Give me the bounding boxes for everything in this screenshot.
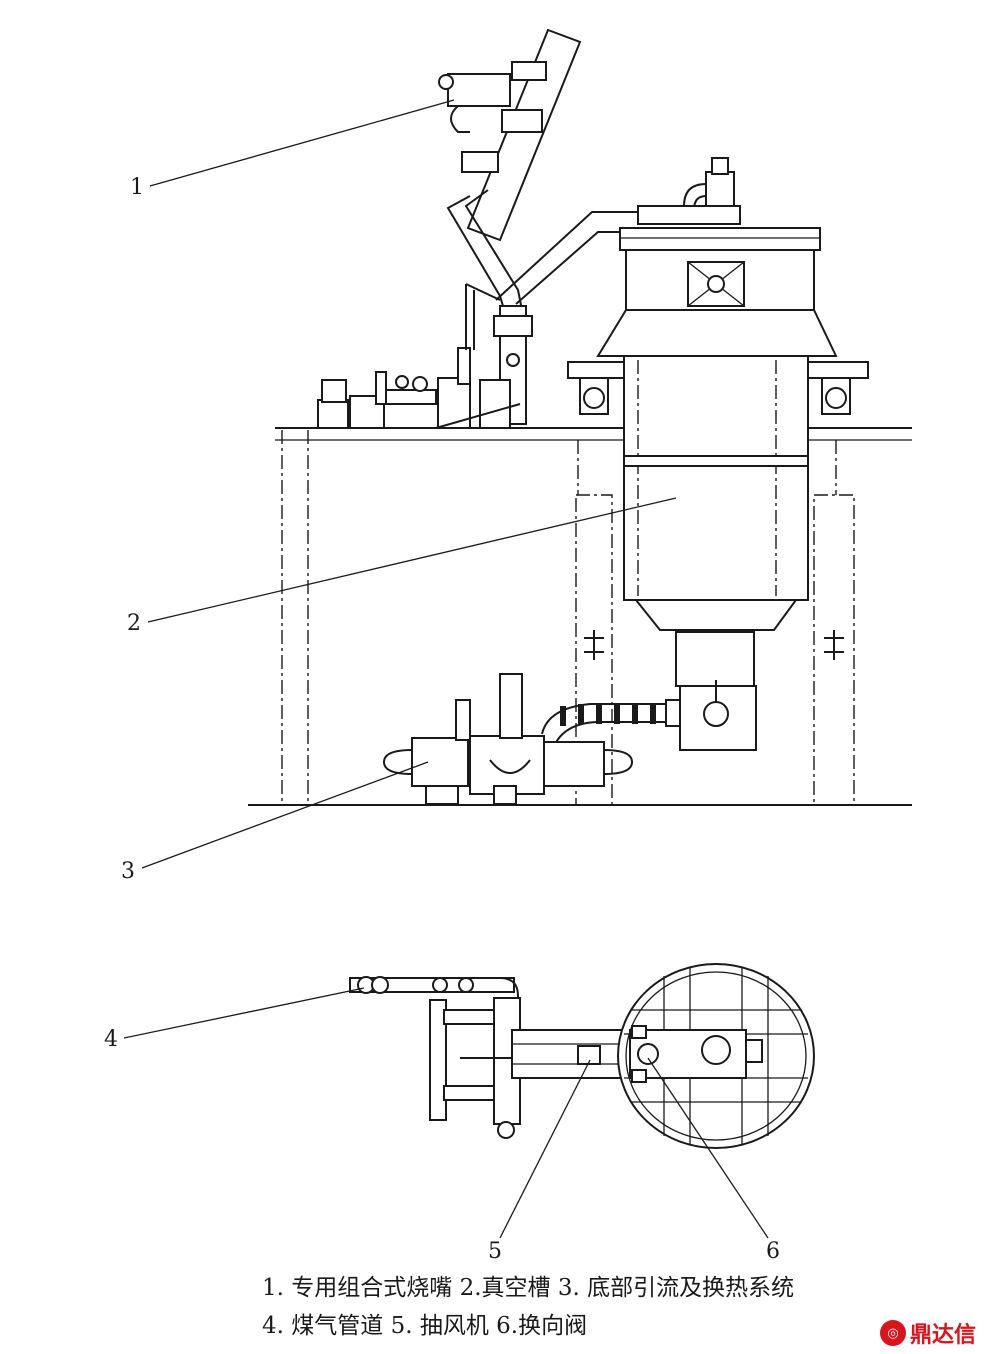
gas-pipeline	[349, 976, 521, 1139]
exhaust-fan	[511, 1029, 637, 1079]
watermark-logo: ◎ 鼎达信	[880, 1318, 976, 1348]
watermark-text: 鼎达信	[910, 1323, 977, 1348]
elevation-view	[248, 28, 912, 806]
burner-assembly	[438, 28, 640, 425]
leader-lines	[123, 99, 769, 1239]
caption-line-1: 1. 专用组合式烧嘴 2.真空槽 3. 底部引流及换热系统	[262, 1275, 795, 1301]
callout-6: 6	[766, 1239, 780, 1264]
support-columns	[281, 430, 855, 806]
watermark-logo-icon: ◎	[880, 1320, 906, 1346]
callout-1: 1	[130, 175, 144, 200]
bottom-heat-exchange	[382, 673, 681, 805]
callout-5: 5	[488, 1239, 502, 1264]
caption-line-2: 4. 煤气管道 5. 抽风机 6.换向阀	[262, 1313, 588, 1339]
callout-3: 3	[121, 859, 135, 884]
vacuum-vessel	[567, 157, 869, 751]
callout-4: 4	[104, 1027, 118, 1052]
vessel-plan	[617, 963, 815, 1149]
callout-2: 2	[127, 611, 141, 636]
plan-view	[349, 963, 815, 1149]
platform-machinery	[317, 283, 521, 429]
